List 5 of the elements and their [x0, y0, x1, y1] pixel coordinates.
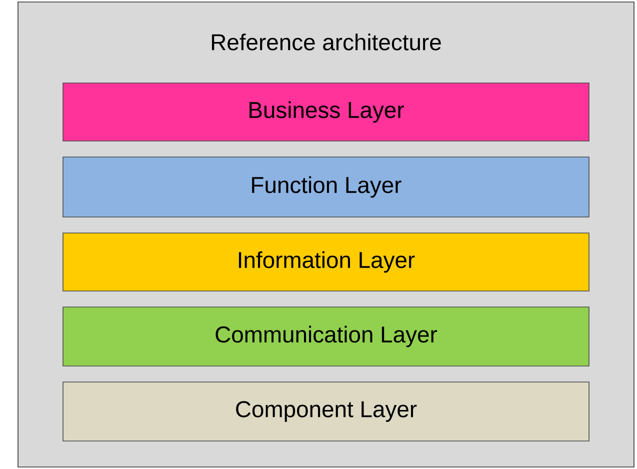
layer-box: Component Layer	[62, 382, 590, 442]
layer-box: Communication Layer	[62, 306, 590, 366]
layer-box: Function Layer	[62, 156, 590, 218]
layer-box: Information Layer	[62, 232, 590, 292]
layer-box: Business Layer	[62, 82, 590, 142]
